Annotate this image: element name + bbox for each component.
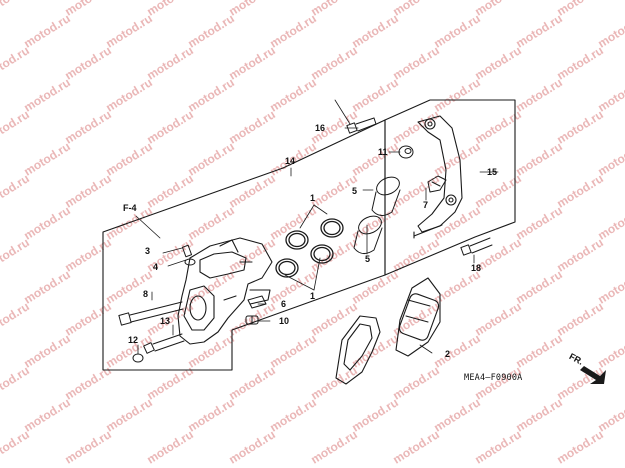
callout-7: 7 [423,200,429,210]
callout-10: 10 [279,316,290,326]
callout-3: 3 [145,246,151,256]
plug-10 [245,315,259,325]
callout-13: 13 [160,316,171,326]
callout-14: 14 [285,156,296,166]
cap-12 [132,353,144,363]
callout-1-upper: 1 [310,193,316,203]
piston-5-lower [353,215,383,254]
bolt-16 [346,117,377,134]
callout-2: 2 [445,349,451,359]
callout-f4: F-4 [123,203,137,213]
callout-5-upper: 5 [352,186,358,196]
callout-6: 6 [281,299,287,309]
front-arrow-shape [580,366,606,384]
callout-15: 15 [487,167,498,177]
group-outline-14 [102,119,386,371]
bleeder-screw-3-4 [181,244,196,266]
piston-5-upper [371,176,401,216]
brake-pad-2-rear [395,277,441,357]
caliper-bracket-15 [413,115,463,239]
callout-11: 11 [378,147,388,157]
pad-spring-7 [427,175,447,193]
piston-seals-1 [275,218,344,278]
brake-pad-2-front [335,315,381,385]
caliper-body [177,237,273,345]
callout-18: 18 [471,263,482,273]
group-outline-15 [384,99,516,276]
callout-5-lower: 5 [365,254,371,264]
leader-lines [135,99,499,355]
callout-4: 4 [153,262,159,272]
pin-bolt-6 [247,295,267,309]
bolt-8 [118,301,184,326]
callout-12: 12 [128,335,139,345]
callout-16: 16 [315,123,326,133]
callout-8: 8 [143,289,149,299]
bolt-18 [460,237,493,256]
diagram-code: MEA4—F0900A [464,373,523,383]
sleeve-11 [398,145,414,159]
callout-1-lower: 1 [310,291,316,301]
bolt-13 [143,333,185,354]
